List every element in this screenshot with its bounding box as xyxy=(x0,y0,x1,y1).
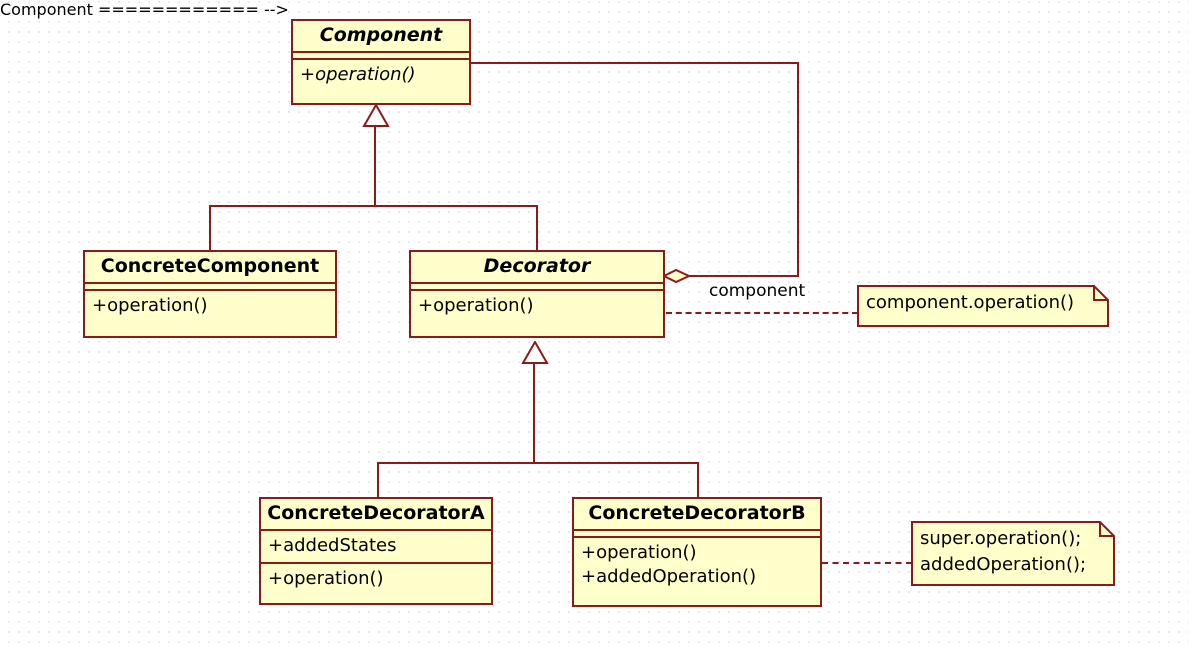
note-decorator-operation[interactable]: component.operation() xyxy=(857,285,1109,327)
class-attributes-compartment-concrete-decorator-a: +addedStates xyxy=(261,531,491,565)
class-title-concrete-component: ConcreteComponent xyxy=(85,252,335,284)
class-methods-compartment-decorator: +operation() xyxy=(411,291,663,322)
class-box-concrete-component[interactable]: ConcreteComponent +operation() xyxy=(83,250,337,338)
class-attribute-added-states: +addedStates xyxy=(268,535,397,556)
generalization-arrowhead-component xyxy=(362,102,390,128)
class-box-decorator[interactable]: Decorator +operation() xyxy=(409,250,665,338)
class-attributes-compartment-component xyxy=(293,53,469,60)
class-method-concrete-component-operation: +operation() xyxy=(92,295,208,316)
class-method-decorator-operation: +operation() xyxy=(418,295,534,316)
generalization-drop-concrete-component xyxy=(209,205,211,251)
class-box-concrete-decorator-b[interactable]: ConcreteDecoratorB +operation() +addedOp… xyxy=(572,497,822,607)
generalization-stem-decorator xyxy=(533,363,535,463)
aggregation-edge-horizontal-top xyxy=(470,62,799,64)
class-methods-compartment-concrete-component: +operation() xyxy=(85,291,335,322)
aggregation-diamond-icon xyxy=(661,266,692,286)
note-decorator-b-line-1: super.operation(); xyxy=(920,528,1082,549)
note-decorator-operation-text: component.operation() xyxy=(866,292,1075,313)
class-methods-compartment-concrete-decorator-b: +operation() +addedOperation() xyxy=(574,538,820,594)
aggregation-edge-horizontal-bottom xyxy=(688,275,799,277)
class-attributes-compartment-concrete-component xyxy=(85,284,335,291)
generalization-drop-decorator xyxy=(536,205,538,251)
generalization-bar-bottom xyxy=(377,462,699,464)
class-title-component: Component xyxy=(293,21,469,53)
note-shape-icon xyxy=(911,521,1115,586)
class-method-concrete-decorator-b-operation: +operation() xyxy=(581,542,697,563)
class-method-concrete-decorator-a-operation: +operation() xyxy=(268,568,384,590)
class-title-concrete-decorator-a: ConcreteDecoratorA xyxy=(261,499,491,531)
aggregation-edge-vertical xyxy=(797,62,799,276)
class-title-decorator: Decorator xyxy=(411,252,663,284)
aggregation-role-label: component xyxy=(709,281,806,301)
class-method-concrete-decorator-b-added-operation: +addedOperation() xyxy=(581,566,757,588)
note-decorator-b-line-2: addedOperation(); xyxy=(920,553,1087,575)
generalization-arrowhead-decorator xyxy=(521,339,549,365)
class-title-concrete-decorator-b: ConcreteDecoratorB xyxy=(574,499,820,531)
class-box-component[interactable]: Component +operation() xyxy=(291,19,471,105)
note-shape-icon xyxy=(857,285,1109,327)
class-methods-compartment-concrete-decorator-a: +operation() xyxy=(261,564,491,595)
generalization-bar-top xyxy=(209,205,538,207)
note-decorator-b-operations[interactable]: super.operation(); addedOperation(); xyxy=(911,521,1115,586)
class-attributes-compartment-concrete-decorator-b xyxy=(574,531,820,538)
generalization-drop-decorator-b xyxy=(697,462,699,498)
note-decorator-b-text: super.operation(); addedOperation(); xyxy=(911,521,1115,582)
generalization-stem-component xyxy=(374,126,376,206)
generalization-drop-decorator-a xyxy=(377,462,379,498)
class-box-concrete-decorator-a[interactable]: ConcreteDecoratorA +addedStates +operati… xyxy=(259,497,493,605)
class-method-component-operation: +operation() xyxy=(300,64,416,85)
note-connector-decorator-b xyxy=(822,562,912,564)
note-connector-decorator xyxy=(666,312,858,314)
class-attributes-compartment-decorator xyxy=(411,284,663,291)
class-methods-compartment-component: +operation() xyxy=(293,60,469,91)
